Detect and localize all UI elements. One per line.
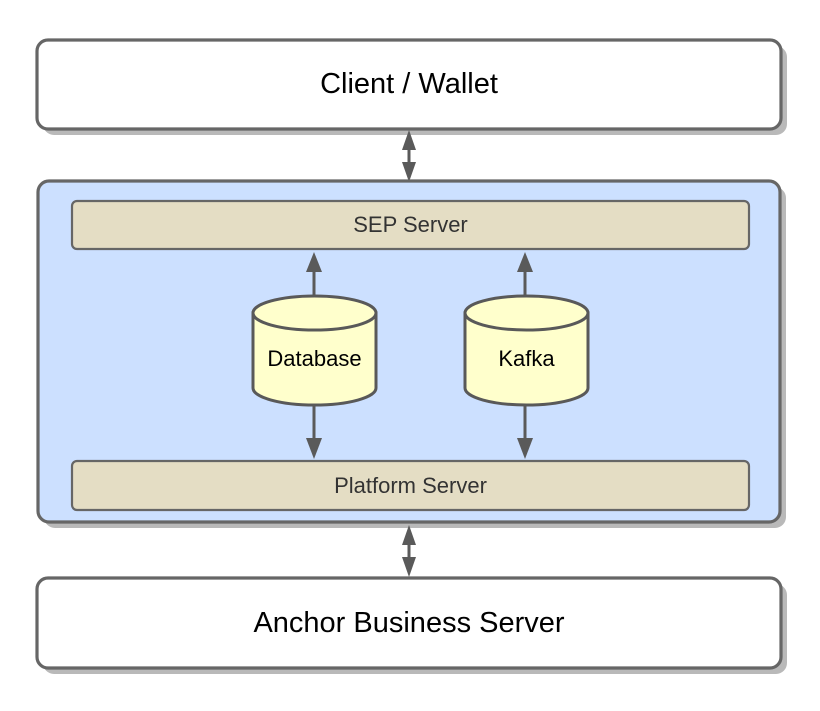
kafka-to-platform-arrow xyxy=(517,406,533,459)
container-to-anchor-arrow xyxy=(402,525,416,577)
database-to-sep-arrow xyxy=(306,252,322,296)
platform-container-box[interactable] xyxy=(36,179,782,524)
sep-server-box[interactable] xyxy=(70,199,751,251)
kafka-cylinder[interactable] xyxy=(463,294,590,407)
client-to-container-arrow xyxy=(402,130,416,182)
client-wallet-box[interactable] xyxy=(35,38,783,131)
database-cylinder[interactable] xyxy=(251,294,378,407)
database-to-platform-arrow xyxy=(306,406,322,459)
anchor-business-server-box[interactable] xyxy=(35,576,783,670)
kafka-to-sep-arrow xyxy=(517,252,533,296)
platform-server-box[interactable] xyxy=(70,459,751,512)
